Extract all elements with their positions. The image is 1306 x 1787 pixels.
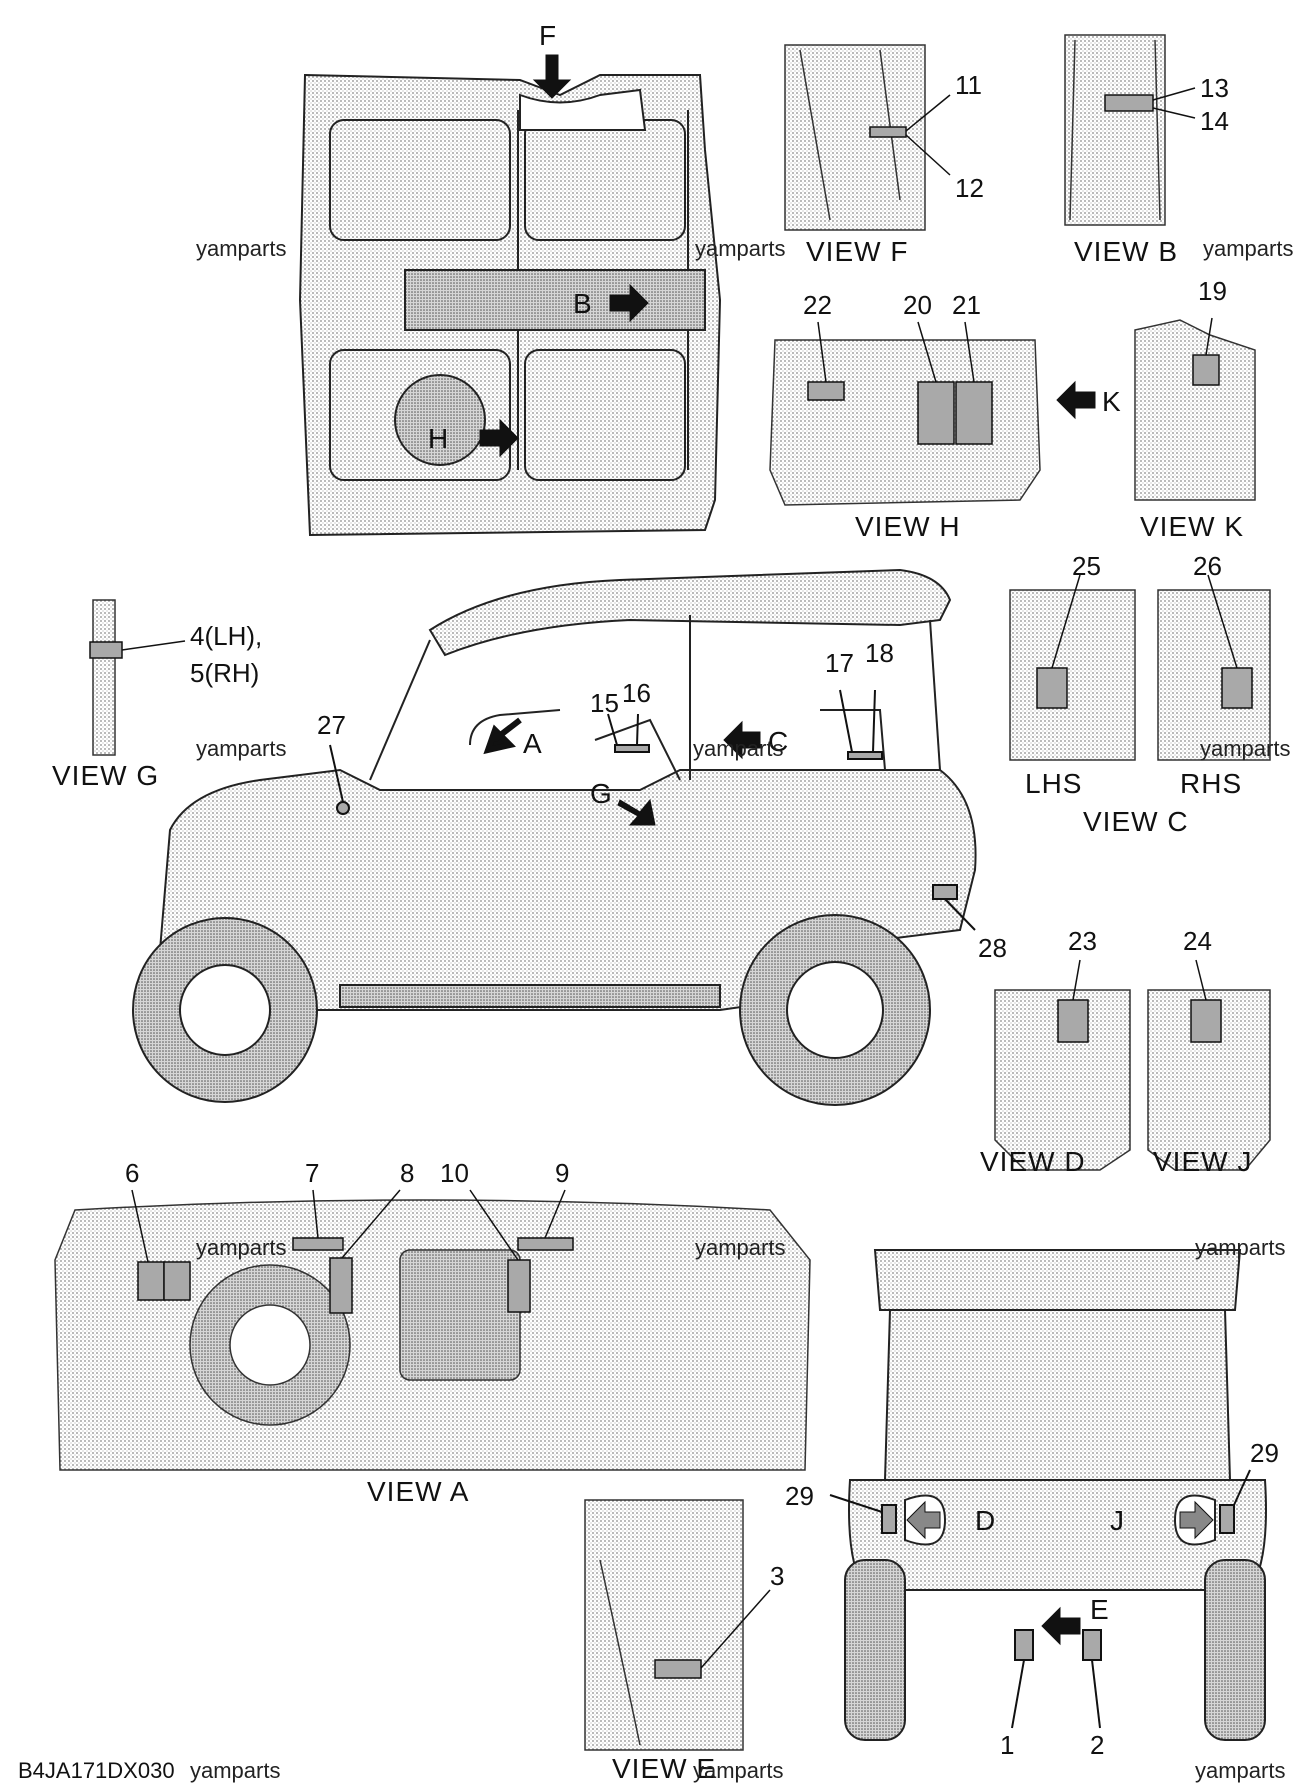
- callout-10: 10: [440, 1158, 469, 1188]
- watermark: yamparts: [693, 1758, 784, 1783]
- callout-14: 14: [1200, 106, 1229, 136]
- view-g-title: VIEW G: [52, 760, 160, 791]
- watermark: yamparts: [693, 736, 784, 761]
- view-e-title: VIEW E: [612, 1753, 717, 1784]
- view-c-title: VIEW C: [1083, 806, 1189, 837]
- view-c-drawing: [1009, 574, 1271, 761]
- callout-19: 19: [1198, 276, 1227, 306]
- callout-22: 22: [803, 290, 832, 320]
- watermark: yamparts: [196, 736, 287, 761]
- arrow-j-icon: [1179, 1500, 1214, 1540]
- view-h-title: VIEW H: [855, 511, 961, 542]
- view-a-drawing: [54, 1189, 811, 1471]
- watermark: yamparts: [196, 236, 287, 261]
- arrow-letter-d: D: [975, 1505, 996, 1536]
- view-k-title: VIEW K: [1140, 511, 1245, 542]
- callout-29-left: 29: [785, 1481, 814, 1511]
- arrow-f-icon: [532, 54, 572, 99]
- arrow-letter-j: J: [1110, 1505, 1124, 1536]
- diagram-code: B4JA171DX030: [18, 1758, 175, 1783]
- watermark: yamparts: [1195, 1758, 1286, 1783]
- callout-9: 9: [555, 1158, 570, 1188]
- view-b-title: VIEW B: [1074, 236, 1179, 267]
- callout-17: 17: [825, 648, 854, 678]
- watermark: yamparts: [1195, 1235, 1286, 1260]
- view-a-title: VIEW A: [367, 1476, 470, 1507]
- callout-11: 11: [955, 70, 982, 100]
- watermark: yamparts: [695, 1235, 786, 1260]
- callout-28: 28: [978, 933, 1007, 963]
- view-d-j-drawing: [994, 959, 1271, 1171]
- arrow-letter-e: E: [1090, 1594, 1109, 1625]
- callout-7: 7: [305, 1158, 320, 1188]
- view-f-title: VIEW F: [806, 236, 909, 267]
- callout-25: 25: [1072, 551, 1101, 581]
- side-view: [132, 568, 977, 1106]
- callout-27: 27: [317, 710, 346, 740]
- callout-2: 2: [1090, 1730, 1105, 1760]
- callout-8: 8: [400, 1158, 415, 1188]
- callout-18: 18: [865, 638, 894, 668]
- arrow-g-icon: [617, 798, 656, 826]
- arrow-letter-g: G: [590, 778, 612, 809]
- lhs-label: LHS: [1025, 768, 1083, 799]
- callout-16: 16: [622, 678, 651, 708]
- view-j-title: VIEW J: [1153, 1146, 1253, 1177]
- arrow-k-icon: [1056, 380, 1096, 420]
- watermark: yamparts: [1203, 236, 1294, 261]
- rhs-label: RHS: [1180, 768, 1243, 799]
- arrow-h-icon: [479, 418, 519, 458]
- callout-29-right: 29: [1250, 1438, 1279, 1468]
- callout-1: 1: [1000, 1730, 1015, 1760]
- rear-view: [829, 1249, 1267, 1741]
- callout-4: 4(LH),: [190, 621, 263, 651]
- view-e-drawing: [584, 1499, 771, 1751]
- arrow-letter-h: H: [428, 423, 449, 454]
- callout-3: 3: [770, 1561, 785, 1591]
- view-f-drawing: [784, 44, 951, 231]
- arrow-letter-f: F: [539, 20, 557, 51]
- view-k-drawing: [1134, 317, 1256, 501]
- view-g-drawing: [89, 599, 186, 756]
- watermark: yamparts: [190, 1758, 281, 1783]
- callout-12: 12: [955, 173, 984, 203]
- view-b-drawing: [1064, 34, 1196, 226]
- watermark: yamparts: [1200, 736, 1291, 761]
- arrow-b-icon: [609, 283, 649, 323]
- direction-arrows: [479, 54, 1214, 1646]
- callout-26: 26: [1193, 551, 1222, 581]
- arrow-e-icon: [1041, 1606, 1081, 1646]
- arrow-c-icon: [723, 720, 761, 760]
- arrow-letter-c: C: [768, 726, 789, 757]
- arrow-letter-a: A: [523, 728, 542, 759]
- view-h-drawing: [769, 321, 1041, 506]
- callout-24: 24: [1183, 926, 1212, 956]
- arrow-d-icon: [906, 1500, 941, 1540]
- callout-23: 23: [1068, 926, 1097, 956]
- callout-13: 13: [1200, 73, 1229, 103]
- callout-21: 21: [952, 290, 981, 320]
- callout-5: 5(RH): [190, 658, 260, 688]
- arrow-a-icon: [483, 717, 522, 755]
- callout-6: 6: [125, 1158, 140, 1188]
- arrow-letter-k: K: [1102, 386, 1121, 417]
- overhead-view: [298, 73, 722, 537]
- callout-20: 20: [903, 290, 932, 320]
- watermark: yamparts: [695, 236, 786, 261]
- view-d-title: VIEW D: [980, 1146, 1086, 1177]
- callout-15: 15: [590, 688, 619, 718]
- watermark: yamparts: [196, 1235, 287, 1260]
- arrow-letter-b: B: [573, 288, 592, 319]
